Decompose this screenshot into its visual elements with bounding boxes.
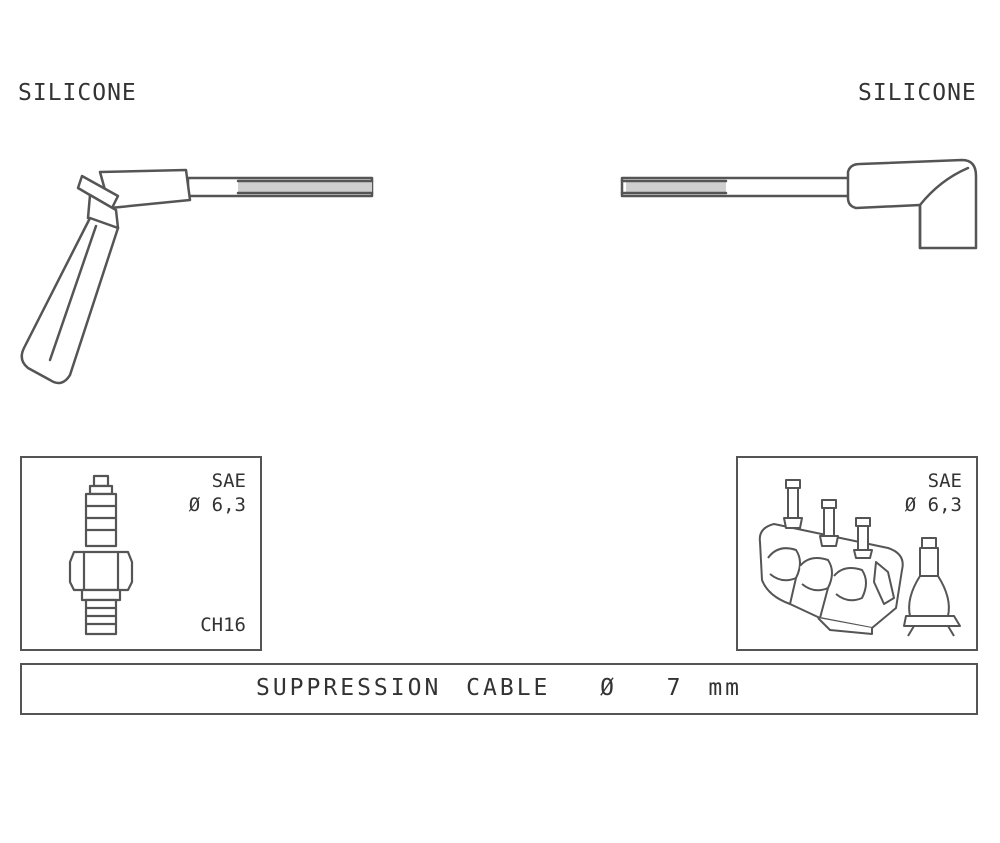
plug-standard: SAE [211,470,246,492]
right-boot-label: SILICONE [858,80,977,106]
spark-plug-panel: SAE Ø 6,3 CH16 [20,456,262,651]
coil-standard: SAE [927,470,962,492]
ignition-coil-icon [758,479,961,637]
suppression-cable-banner: SUPPRESSION CABLE Ø 7 mm [20,663,978,715]
plug-code: CH16 [200,614,246,636]
left-boot-label: SILICONE [18,80,137,106]
ignition-coil-panel: SAE Ø 6,3 [736,456,978,651]
right-cable [620,176,854,198]
plug-diameter: Ø 6,3 [188,494,246,516]
left-cable [186,176,374,198]
cable-spec-text: SUPPRESSION CABLE Ø 7 mm [255,675,743,701]
right-boot-icon [846,158,978,250]
spark-plug-icon [68,474,134,636]
coil-diameter: Ø 6,3 [904,494,962,516]
left-boot-icon [20,168,192,385]
